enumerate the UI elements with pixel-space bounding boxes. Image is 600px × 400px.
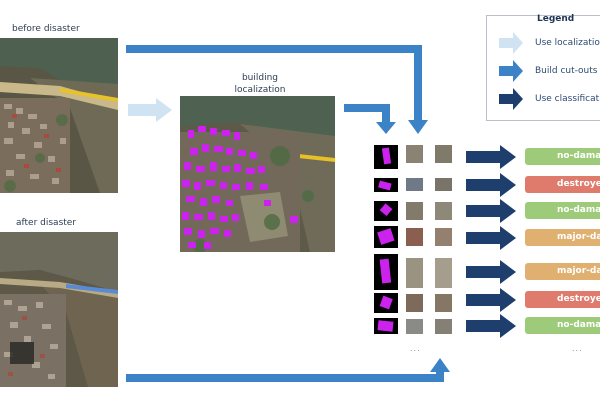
classification-arrows bbox=[466, 145, 516, 338]
cutout-mask bbox=[374, 226, 398, 248]
legend-classification-icon bbox=[499, 88, 523, 110]
cutout-pre-thumbnail bbox=[406, 319, 423, 334]
cutout-post-thumbnail bbox=[435, 294, 452, 312]
before-to-cutouts-arrow bbox=[126, 45, 422, 122]
before-to-cutouts-arrowhead bbox=[408, 120, 428, 134]
localization-to-cutouts-arrowhead bbox=[376, 122, 396, 134]
cutout-pre-thumbnail bbox=[406, 178, 423, 191]
cutout-pre-thumbnail bbox=[406, 258, 423, 288]
after-to-cutouts-arrow bbox=[126, 370, 444, 382]
before-disaster-image bbox=[0, 38, 118, 193]
cutout-post-thumbnail bbox=[435, 145, 452, 163]
legend-localization-icon bbox=[499, 32, 523, 54]
after-disaster-image bbox=[0, 232, 118, 387]
cutout-post-thumbnail bbox=[435, 202, 452, 220]
cutout-post-thumbnail bbox=[435, 178, 452, 191]
legend-item-classification: Use classification bbox=[535, 94, 600, 104]
after-to-cutouts-arrowhead bbox=[430, 358, 450, 372]
legend-title: Legend bbox=[537, 14, 575, 24]
cutout-mask bbox=[374, 254, 398, 290]
building-mask-overlay bbox=[182, 126, 298, 249]
cutout-pre-thumbnail bbox=[406, 202, 423, 220]
classification-label: major-damage bbox=[525, 263, 600, 280]
classification-label: no-damage bbox=[525, 202, 600, 219]
cutout-post-thumbnail bbox=[435, 319, 452, 334]
cutout-pre-thumbnail bbox=[406, 294, 423, 312]
legend-item-cutouts: Build cut-outs bbox=[535, 66, 598, 76]
classification-label: destroyed bbox=[525, 176, 600, 193]
cutout-post-thumbnail bbox=[435, 228, 452, 246]
building-localization-image bbox=[180, 96, 335, 252]
cutout-pre-thumbnail bbox=[406, 145, 423, 163]
cutout-mask bbox=[374, 293, 398, 313]
localization-to-cutouts-arrow bbox=[344, 104, 390, 124]
cutout-post-thumbnail bbox=[435, 258, 452, 288]
classification-label: destroyed bbox=[525, 291, 600, 308]
classification-label: no-damage bbox=[525, 317, 600, 334]
localization-label: building localization bbox=[180, 72, 340, 96]
classification-label: no-damage bbox=[525, 148, 600, 165]
legend: Legend Use localization Build cut-outs U… bbox=[486, 14, 600, 121]
cutout-pre-thumbnail bbox=[406, 228, 423, 246]
cutout-mask bbox=[374, 201, 398, 221]
cutout-mask bbox=[374, 145, 398, 169]
cutout-mask bbox=[374, 178, 398, 192]
cutouts-ellipsis: ... bbox=[410, 344, 421, 353]
legend-item-localization: Use localization bbox=[535, 38, 600, 48]
cutout-mask bbox=[374, 318, 398, 334]
localization-label-line1: building bbox=[241, 73, 279, 83]
after-disaster-label: after disaster bbox=[16, 218, 77, 228]
localization-label-line2: localization bbox=[234, 85, 286, 95]
legend-cutouts-icon bbox=[499, 60, 523, 82]
before-disaster-label: before disaster bbox=[12, 24, 80, 34]
labels-ellipsis: ... bbox=[572, 344, 583, 353]
localization-arrow bbox=[128, 98, 172, 122]
classification-label: major-damage bbox=[525, 229, 600, 246]
